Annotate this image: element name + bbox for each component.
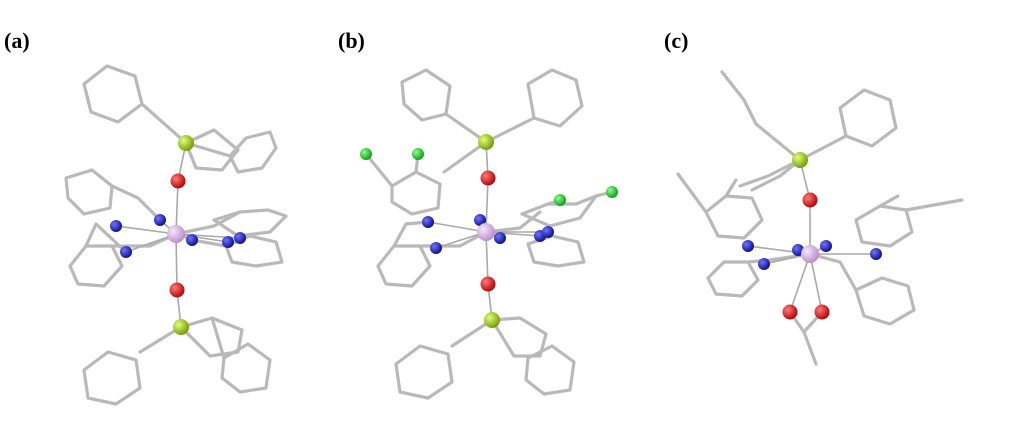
panel-a-label: (a) bbox=[4, 28, 30, 53]
panel-c: (c) bbox=[664, 28, 964, 366]
panel-a: (a) bbox=[4, 28, 288, 406]
panel-c-molecule bbox=[676, 70, 964, 366]
panel-b-label: (b) bbox=[338, 28, 365, 53]
panel-b: (b) bbox=[338, 28, 618, 400]
panel-b-molecule bbox=[360, 68, 618, 400]
panel-c-label: (c) bbox=[664, 28, 688, 53]
panel-a-molecule bbox=[64, 64, 288, 406]
